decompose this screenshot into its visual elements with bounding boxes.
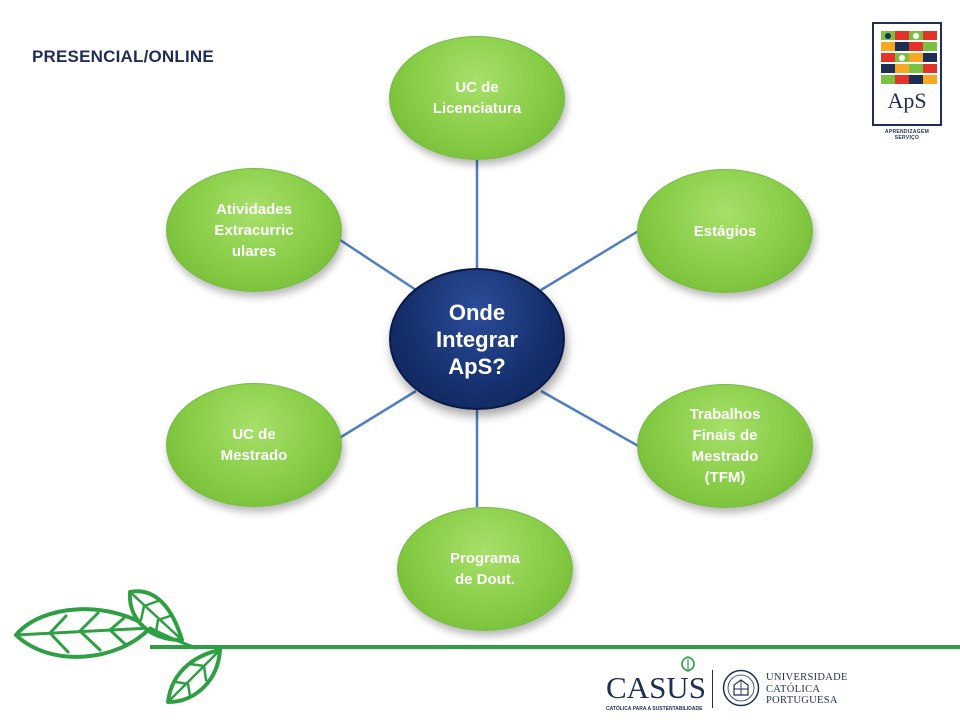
connector-mestrado (327, 389, 417, 447)
aps-logo: ApS APRENDIZAGEM SERVIÇO (872, 22, 942, 141)
casus-leaf-icon (681, 656, 695, 672)
logo-divider (712, 670, 713, 708)
casus-logo: CASUS CATÓLICA PARA A SUSTENTABILIDADE (606, 656, 706, 712)
connector-tfm (540, 389, 641, 449)
casus-logo-tagline: CATÓLICA PARA A SUSTENTABILIDADE (606, 706, 703, 712)
slide-heading: PRESENCIAL/ONLINE (32, 47, 214, 66)
aps-logo-word: ApS (887, 88, 927, 113)
aps-logo-caption: APRENDIZAGEM SERVIÇO (884, 129, 930, 141)
ucp-seal-icon (722, 669, 760, 707)
aps-mosaic-icon (881, 31, 937, 84)
connector-estagios (540, 228, 641, 292)
footer-green-bar (150, 645, 960, 649)
leaf-decoration (14, 589, 222, 704)
aps-logo-frame: ApS (872, 22, 942, 126)
casus-logo-word: CASUS (606, 670, 706, 705)
ucp-logo-text: UNIVERSIDADE CATÓLICA PORTUGUESA (766, 672, 848, 706)
connector-extracurriculares (327, 230, 417, 292)
ucp-logo: UNIVERSIDADE CATÓLICA PORTUGUESA (722, 669, 852, 711)
connectors (327, 160, 641, 507)
node-estagios: Estágios (637, 169, 813, 293)
